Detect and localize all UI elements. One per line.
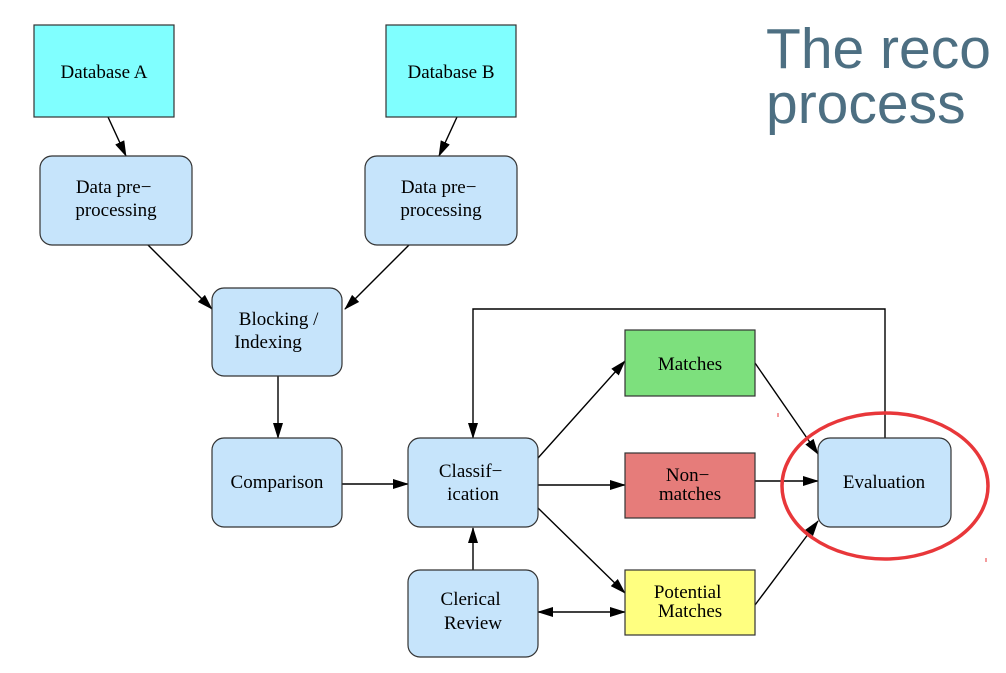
node-blocking-box bbox=[211, 287, 343, 377]
edge-evaluation-feedback-to-classification bbox=[468, 308, 886, 439]
svg-text:Blocking / Indexing: Blocking / Indexing bbox=[234, 309, 323, 353]
slide-title-line-1: The reco bbox=[766, 22, 991, 81]
node-matches-box bbox=[624, 329, 756, 397]
node-potential-matches-box bbox=[624, 569, 756, 636]
node-database-b: Database B bbox=[385, 24, 517, 118]
node-clerical-review-box bbox=[407, 569, 539, 658]
svg-text:Potential Matches: Potential Matches bbox=[654, 582, 726, 622]
svg-text:Evaluation: Evaluation bbox=[843, 472, 926, 493]
node-non-matches: Non− matches bbox=[624, 452, 756, 519]
node-clerical-review: Clerical Review bbox=[407, 569, 539, 658]
node-preprocess-b-label-line-2: processing bbox=[400, 200, 482, 221]
slide-title-line-2: process bbox=[766, 72, 966, 136]
node-blocking-label-line-2: Indexing bbox=[234, 332, 302, 353]
node-blocking: Blocking / Indexing bbox=[211, 287, 343, 377]
node-preprocess-a-label-line-2: processing bbox=[75, 200, 157, 221]
node-blocking-label-line-1: Blocking / bbox=[239, 309, 319, 330]
node-classification-label-line-2: ication bbox=[447, 484, 499, 505]
node-evaluation-label: Evaluation bbox=[843, 472, 926, 493]
node-database-b-box bbox=[385, 24, 517, 118]
edge-database-b-to-preprocess-b bbox=[438, 116, 458, 157]
node-preprocess-a-label-line-1: Data pre− bbox=[76, 177, 152, 198]
node-classification-box bbox=[407, 437, 539, 528]
node-preprocess-b-label-line-1: Data pre− bbox=[401, 177, 477, 198]
edge-preprocess-a-to-blocking bbox=[147, 244, 213, 310]
svg-text:Database B: Database B bbox=[407, 62, 494, 83]
svg-text:Clerical Review: Clerical Review bbox=[441, 589, 506, 634]
node-preprocess-b-box bbox=[364, 155, 518, 246]
svg-text:Classif− ication: Classif− ication bbox=[439, 461, 507, 505]
node-comparison: Comparison bbox=[211, 437, 343, 528]
edge-classification-to-potential-matches bbox=[537, 507, 626, 594]
node-database-a: Database A bbox=[33, 24, 175, 118]
node-potential-matches: Potential Matches bbox=[624, 569, 756, 636]
svg-text:Data pre− processing: Data pre− processing bbox=[400, 177, 482, 221]
evaluation-highlight-circle bbox=[780, 411, 990, 561]
svg-text:Data pre− processing: Data pre− processing bbox=[75, 177, 157, 221]
node-preprocess-a-box bbox=[39, 155, 193, 246]
node-database-b-label: Database B bbox=[407, 62, 494, 83]
svg-text:Matches: Matches bbox=[658, 354, 722, 375]
edge-preprocess-b-to-blocking bbox=[344, 244, 410, 310]
node-comparison-box bbox=[211, 437, 343, 528]
node-clerical-review-label-line-1: Clerical bbox=[441, 589, 501, 610]
node-database-a-label: Database A bbox=[60, 62, 147, 83]
node-preprocess-a: Data pre− processing bbox=[39, 155, 193, 246]
node-evaluation-box bbox=[817, 437, 952, 528]
svg-text:Database A: Database A bbox=[60, 62, 147, 83]
node-clerical-review-label-line-2: Review bbox=[444, 613, 502, 634]
svg-text:Comparison: Comparison bbox=[231, 472, 324, 493]
node-comparison-label: Comparison bbox=[231, 472, 324, 493]
node-matches: Matches bbox=[624, 329, 756, 397]
node-non-matches-label-line-2: matches bbox=[659, 484, 721, 505]
node-evaluation: Evaluation bbox=[817, 437, 952, 528]
node-database-a-box bbox=[33, 24, 175, 118]
node-matches-label: Matches bbox=[658, 354, 722, 375]
edge-classification-to-matches bbox=[537, 360, 626, 459]
slide-title: The reco process bbox=[766, 22, 1006, 142]
svg-text:Non− matches: Non− matches bbox=[659, 465, 721, 505]
node-classification-label-line-1: Classif− bbox=[439, 461, 503, 482]
node-potential-matches-label-line-1: Potential bbox=[654, 582, 722, 603]
node-potential-matches-label-line-2: Matches bbox=[658, 601, 722, 622]
node-non-matches-box bbox=[624, 452, 756, 519]
node-non-matches-label-line-1: Non− bbox=[666, 465, 709, 486]
node-classification: Classif− ication bbox=[407, 437, 539, 528]
edge-matches-to-evaluation bbox=[754, 362, 819, 455]
node-preprocess-b: Data pre− processing bbox=[364, 155, 518, 246]
edge-database-a-to-preprocess-a bbox=[107, 116, 127, 157]
